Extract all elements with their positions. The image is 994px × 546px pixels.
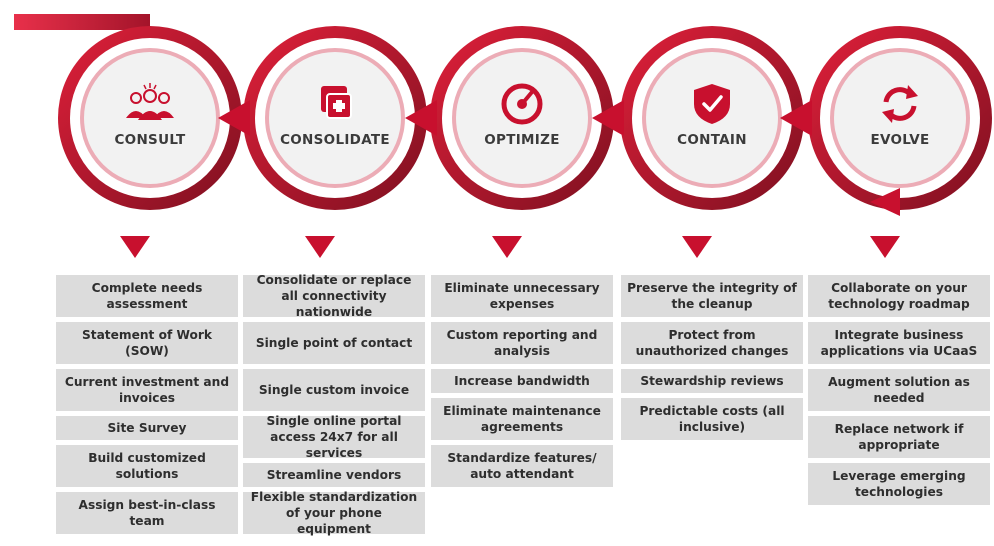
connector-arrow (592, 100, 624, 136)
list-item: Single custom invoice (243, 369, 425, 411)
stage-label: CONTAIN (677, 132, 747, 148)
list-item: Statement of Work (SOW) (56, 322, 238, 364)
stage-label: EVOLVE (870, 132, 930, 148)
connector-arrow (218, 100, 250, 136)
list-item: Augment solution as needed (808, 369, 990, 411)
stage-optimize: OPTIMIZE (427, 82, 617, 148)
list-item: Single point of contact (243, 322, 425, 364)
list-item: Complete needs assessment (56, 275, 238, 317)
stage-label: CONSOLIDATE (280, 132, 390, 148)
list-item: Flexible standardization of your phone e… (243, 490, 425, 536)
refresh-icon (882, 85, 918, 123)
down-pointer (870, 236, 900, 258)
list-item: Custom reporting and analysis (431, 322, 613, 364)
down-pointer (120, 236, 150, 258)
consolidate-list: Consolidate or replace all connectivity … (243, 273, 425, 539)
list-item: Site Survey (56, 416, 238, 440)
team-icon (126, 83, 174, 120)
stage-label: CONSULT (114, 132, 186, 148)
connector-arrow (405, 100, 437, 136)
list-item: Assign best-in-class team (56, 492, 238, 534)
list-item: Collaborate on your technology roadmap (808, 275, 990, 317)
stage-label: OPTIMIZE (484, 132, 560, 148)
list-item: Build customized solutions (56, 445, 238, 487)
list-item: Eliminate maintenance agreements (431, 398, 613, 440)
list-item: Integrate business applications via UCaa… (808, 322, 990, 364)
evolve-list: Collaborate on your technology roadmap I… (808, 275, 990, 510)
list-item: Single online portal access 24x7 for all… (243, 414, 425, 460)
connector-arrow (780, 100, 812, 136)
exit-arrow (870, 188, 900, 216)
down-pointer (682, 236, 712, 258)
shield-check-icon (694, 84, 730, 124)
optimize-list: Eliminate unnecessary expenses Custom re… (431, 275, 613, 492)
gauge-icon (501, 83, 543, 125)
contain-list: Preserve the integrity of the cleanup Pr… (621, 275, 803, 445)
stage-evolve: EVOLVE (805, 82, 994, 148)
list-item: Streamline vendors (243, 463, 425, 487)
list-item: Eliminate unnecessary expenses (431, 275, 613, 317)
stage-contain: CONTAIN (617, 82, 807, 148)
list-item: Increase bandwidth (431, 369, 613, 393)
down-pointer (305, 236, 335, 258)
list-item: Predictable costs (all inclusive) (621, 398, 803, 440)
stage-consolidate: CONSOLIDATE (240, 82, 430, 148)
consult-list: Complete needs assessment Statement of W… (56, 275, 238, 539)
consolidate-icon (321, 86, 352, 119)
list-item: Standardize features/ auto attendant (431, 445, 613, 487)
list-item: Preserve the integrity of the cleanup (621, 275, 803, 317)
list-item: Current investment and invoices (56, 369, 238, 411)
list-item: Protect from unauthorized changes (621, 322, 803, 364)
list-item: Leverage emerging technologies (808, 463, 990, 505)
entry-band (14, 14, 150, 30)
list-item: Stewardship reviews (621, 369, 803, 393)
list-item: Consolidate or replace all connectivity … (243, 273, 425, 319)
list-item: Replace network if appropriate (808, 416, 990, 458)
stage-consult: CONSULT (55, 82, 245, 148)
down-pointer (492, 236, 522, 258)
